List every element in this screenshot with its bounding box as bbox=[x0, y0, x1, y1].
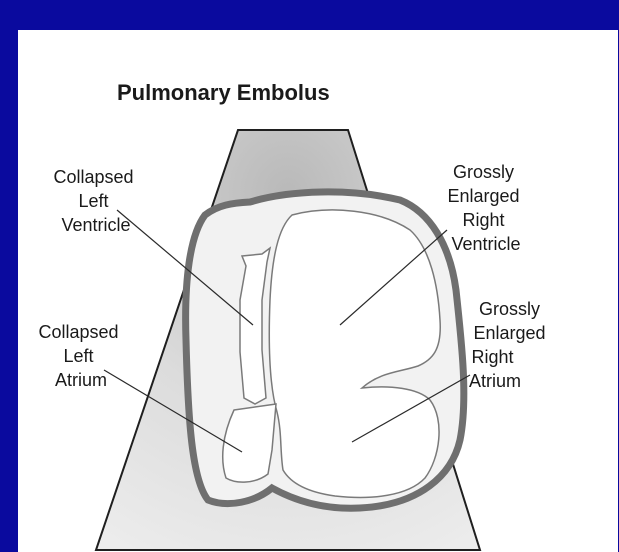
label-line: Atrium bbox=[469, 371, 521, 391]
label-line: Collapsed bbox=[38, 322, 118, 342]
label-collapsed-left-atrium: Collapsed Left Atrium bbox=[38, 322, 123, 390]
label-line: Enlarged bbox=[447, 186, 519, 206]
diagram-title: Pulmonary Embolus bbox=[117, 80, 330, 105]
label-line: Ventricle bbox=[451, 234, 520, 254]
label-line: Left bbox=[78, 191, 108, 211]
label-collapsed-left-ventricle: Collapsed Left Ventricle bbox=[53, 167, 138, 235]
label-line: Right bbox=[471, 347, 513, 367]
label-enlarged-right-ventricle: Grossly Enlarged Right Ventricle bbox=[447, 162, 524, 254]
label-line: Right bbox=[462, 210, 504, 230]
label-line: Enlarged bbox=[473, 323, 545, 343]
label-line: Grossly bbox=[479, 299, 540, 319]
label-line: Left bbox=[63, 346, 93, 366]
label-line: Atrium bbox=[55, 370, 107, 390]
label-line: Collapsed bbox=[53, 167, 133, 187]
label-enlarged-right-atrium: Grossly Enlarged Right Atrium bbox=[469, 299, 551, 391]
label-line: Grossly bbox=[453, 162, 514, 182]
collapsed-left-atrium bbox=[223, 404, 276, 482]
right-chambers bbox=[269, 210, 440, 497]
label-line: Ventricle bbox=[61, 215, 130, 235]
